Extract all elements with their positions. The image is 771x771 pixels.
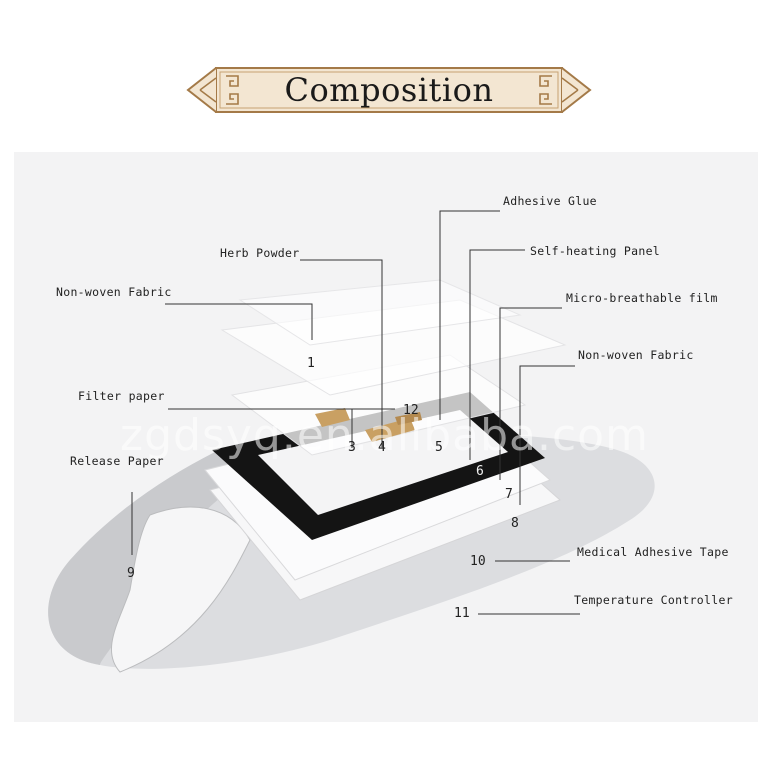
leader-micro-breathable <box>499 307 562 480</box>
number-5: 5 <box>435 440 443 455</box>
page-title: Composition <box>284 71 494 109</box>
banner-ornament <box>186 67 592 113</box>
number-1: 1 <box>307 356 315 371</box>
label-medical-adhesive-tape: Medical Adhesive Tape <box>577 545 729 559</box>
leader-non-woven-top <box>165 303 313 340</box>
label-temperature-controller: Temperature Controller <box>574 593 733 607</box>
number-10: 10 <box>470 554 486 569</box>
leader-self-heating <box>469 249 525 460</box>
number-9: 9 <box>127 566 135 581</box>
number-8: 8 <box>511 516 519 531</box>
title-banner: Composition <box>186 62 592 118</box>
number-4: 4 <box>378 440 386 455</box>
leader-lines <box>131 210 580 615</box>
leader-non-woven-right <box>519 365 575 505</box>
self-heating-inner-white <box>258 410 508 515</box>
leader-adhesive-glue <box>439 210 500 420</box>
number-12: 12 <box>403 403 419 418</box>
leader-herb-powder <box>300 259 383 420</box>
herb-powder-piece-1 <box>315 408 350 427</box>
number-3: 3 <box>348 440 356 455</box>
watermark: zgdsyq.en.alibaba.com <box>120 410 649 461</box>
film-upper-3 <box>238 279 522 346</box>
label-non-woven-fabric-right: Non-woven Fabric <box>578 348 694 362</box>
number-7: 7 <box>505 487 513 502</box>
release-paper-peel <box>110 506 251 673</box>
label-self-heating-panel: Self-heating Panel <box>530 244 661 258</box>
number-11: 11 <box>454 606 470 621</box>
herb-powder-piece-3 <box>395 412 422 425</box>
label-filter-paper: Filter paper <box>78 389 165 403</box>
label-non-woven-fabric-top: Non-woven Fabric <box>56 285 172 299</box>
number-6: 6 <box>476 464 484 479</box>
label-adhesive-glue: Adhesive Glue <box>503 194 597 208</box>
label-herb-powder: Herb Powder <box>220 246 300 260</box>
label-micro-breathable-film: Micro-breathable film <box>566 291 718 305</box>
label-release-paper: Release Paper <box>70 454 164 468</box>
